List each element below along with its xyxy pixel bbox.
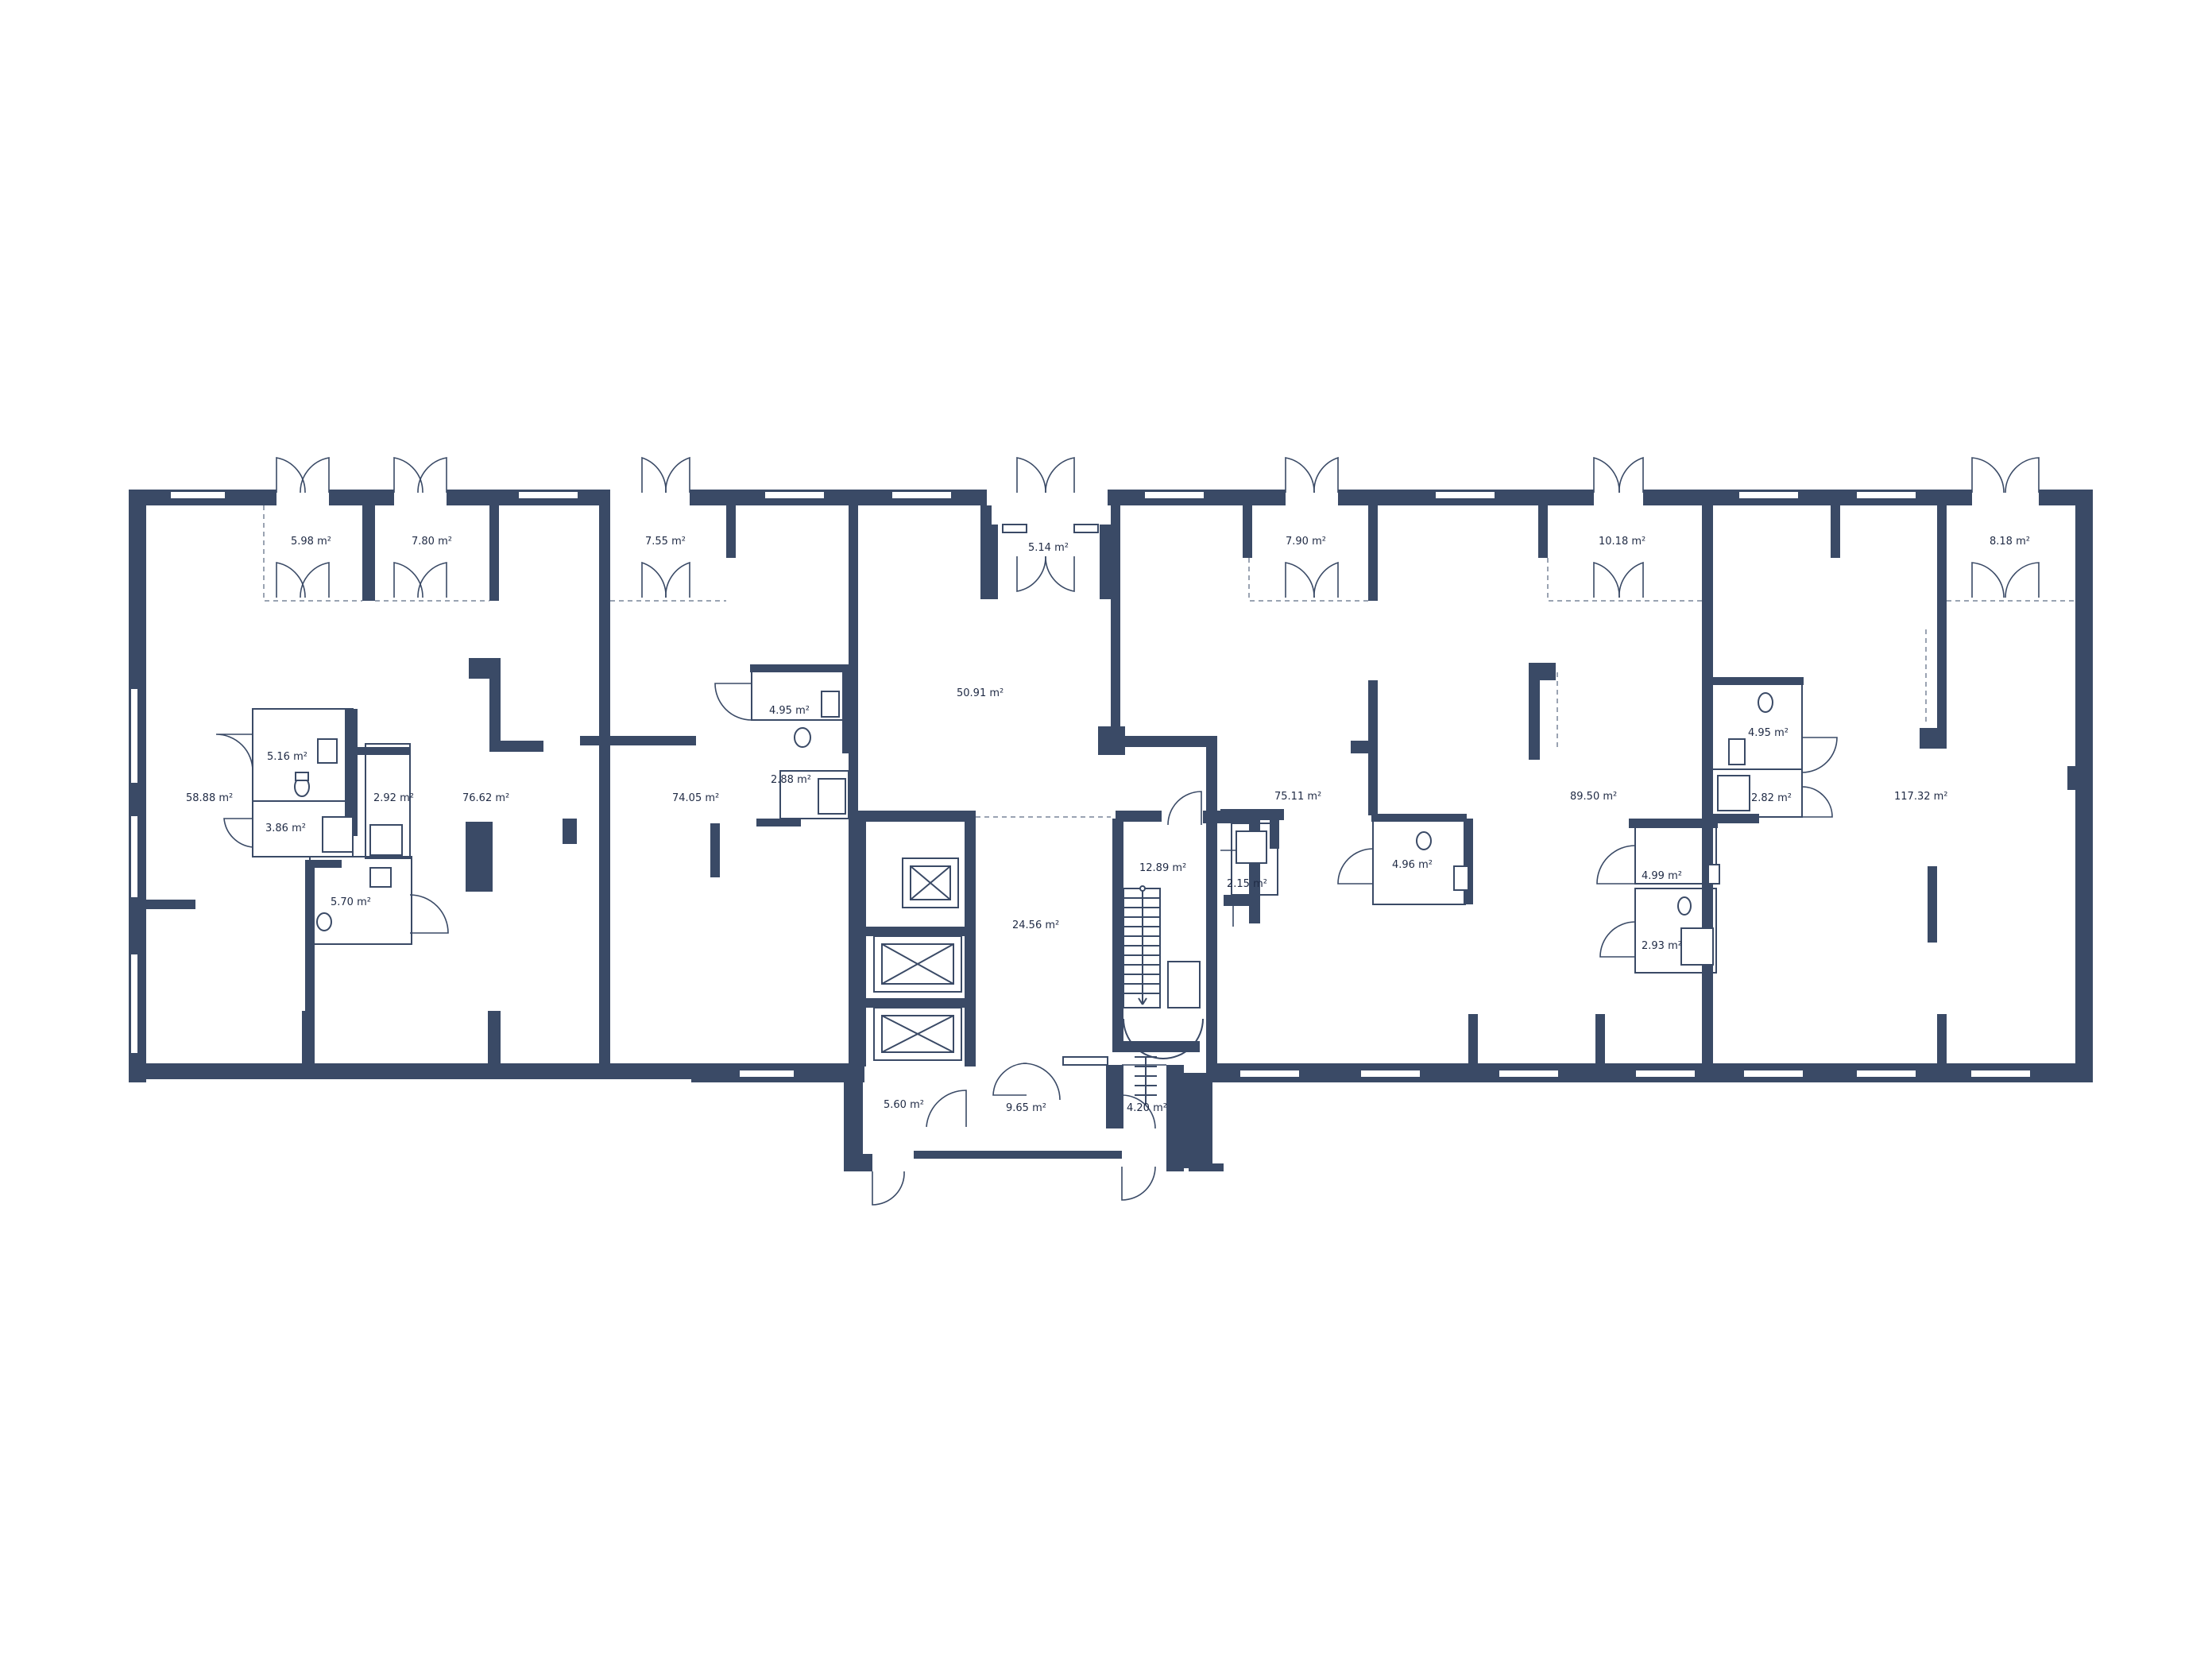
stair-icon: [1123, 885, 1204, 1105]
room-area-label: 4.95 m²: [769, 705, 810, 717]
room-area-label: 7.90 m²: [1286, 536, 1326, 548]
room-area-label: 2.15 m²: [1227, 878, 1267, 890]
bathroom-walls: [252, 664, 1804, 1011]
room-area-label: 5.70 m²: [331, 896, 371, 908]
windows: [130, 490, 2032, 1078]
room-area-label: 5.14 m²: [1028, 542, 1069, 554]
room-area-label: 75.11 m²: [1274, 791, 1321, 803]
room-area-label: 4.20 m²: [1127, 1102, 1167, 1114]
room-area-label: 58.88 m²: [186, 792, 233, 804]
room-area-label: 117.32 m²: [1894, 791, 1948, 803]
elevator-icon: [873, 1007, 962, 1061]
room-area-label: 9.65 m²: [1006, 1102, 1046, 1114]
room-area-label: 50.91 m²: [957, 687, 1004, 699]
room-area-label: 5.16 m²: [267, 751, 307, 763]
fixtures: [294, 691, 1773, 1105]
room-area-label: 5.98 m²: [291, 536, 331, 548]
room-area-label: 12.89 m²: [1139, 862, 1186, 874]
room-area-label: 3.86 m²: [265, 823, 306, 834]
room-area-label: 10.18 m²: [1599, 536, 1645, 548]
room-labels: 5.98 m² 7.80 m² 7.55 m² 5.14 m² 7.90 m² …: [186, 536, 2030, 1114]
room-area-label: 4.95 m²: [1748, 727, 1789, 739]
room-area-label: 2.88 m²: [771, 774, 811, 786]
room-area-label: 4.99 m²: [1642, 870, 1682, 882]
room-area-label: 7.55 m²: [645, 536, 686, 548]
room-area-label: 74.05 m²: [672, 792, 719, 804]
room-area-label: 8.18 m²: [1990, 536, 2030, 548]
room-area-label: 24.56 m²: [1012, 919, 1059, 931]
room-area-label: 76.62 m²: [462, 792, 509, 804]
room-area-label: 2.93 m²: [1642, 940, 1682, 952]
elevator-icon: [902, 857, 959, 908]
room-area-label: 5.60 m²: [884, 1099, 924, 1111]
balcony-lines: [263, 505, 2075, 818]
doors: [215, 456, 2040, 1206]
elevator-icon: [873, 935, 962, 993]
room-area-label: 2.92 m²: [373, 792, 414, 804]
room-area-label: 7.80 m²: [412, 536, 452, 548]
interior-walls: [140, 490, 2079, 1067]
room-area-label: 4.96 m²: [1392, 859, 1433, 871]
room-area-label: 2.82 m²: [1751, 792, 1792, 804]
room-area-label: 89.50 m²: [1570, 791, 1617, 803]
